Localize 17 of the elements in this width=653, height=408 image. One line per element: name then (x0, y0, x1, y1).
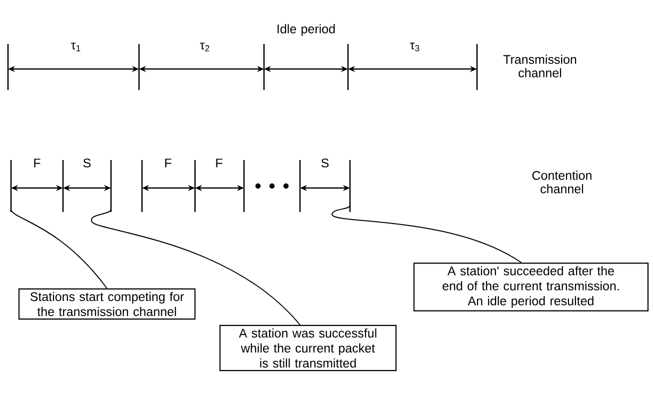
leader-line (90, 210, 300, 326)
interval-label: Idle period (278, 24, 335, 36)
interval-label: τ$_{3}$ (410, 42, 420, 52)
slot-label: S (83, 158, 91, 168)
callout-box: A station was successful while the current packet is still transmitted (219, 324, 397, 372)
leader-line (332, 204, 522, 264)
channel-label: Transmission channel (503, 54, 576, 78)
slot-label: F (165, 158, 172, 168)
leader-line (10, 210, 108, 289)
interval-label: τ$_{1}$ (71, 42, 80, 52)
callout-box: A station' succeeded after the end of the current transmission. An idle period resulted (413, 262, 649, 312)
channel-label: Contention channel (532, 170, 592, 194)
slot-label: F (216, 158, 222, 168)
slot-label: F (34, 158, 40, 168)
interval-label: τ$_{2}$ (200, 42, 210, 52)
callout-box: Stations start competing for the transmission channel (18, 288, 196, 320)
slot-label: S (321, 158, 329, 168)
